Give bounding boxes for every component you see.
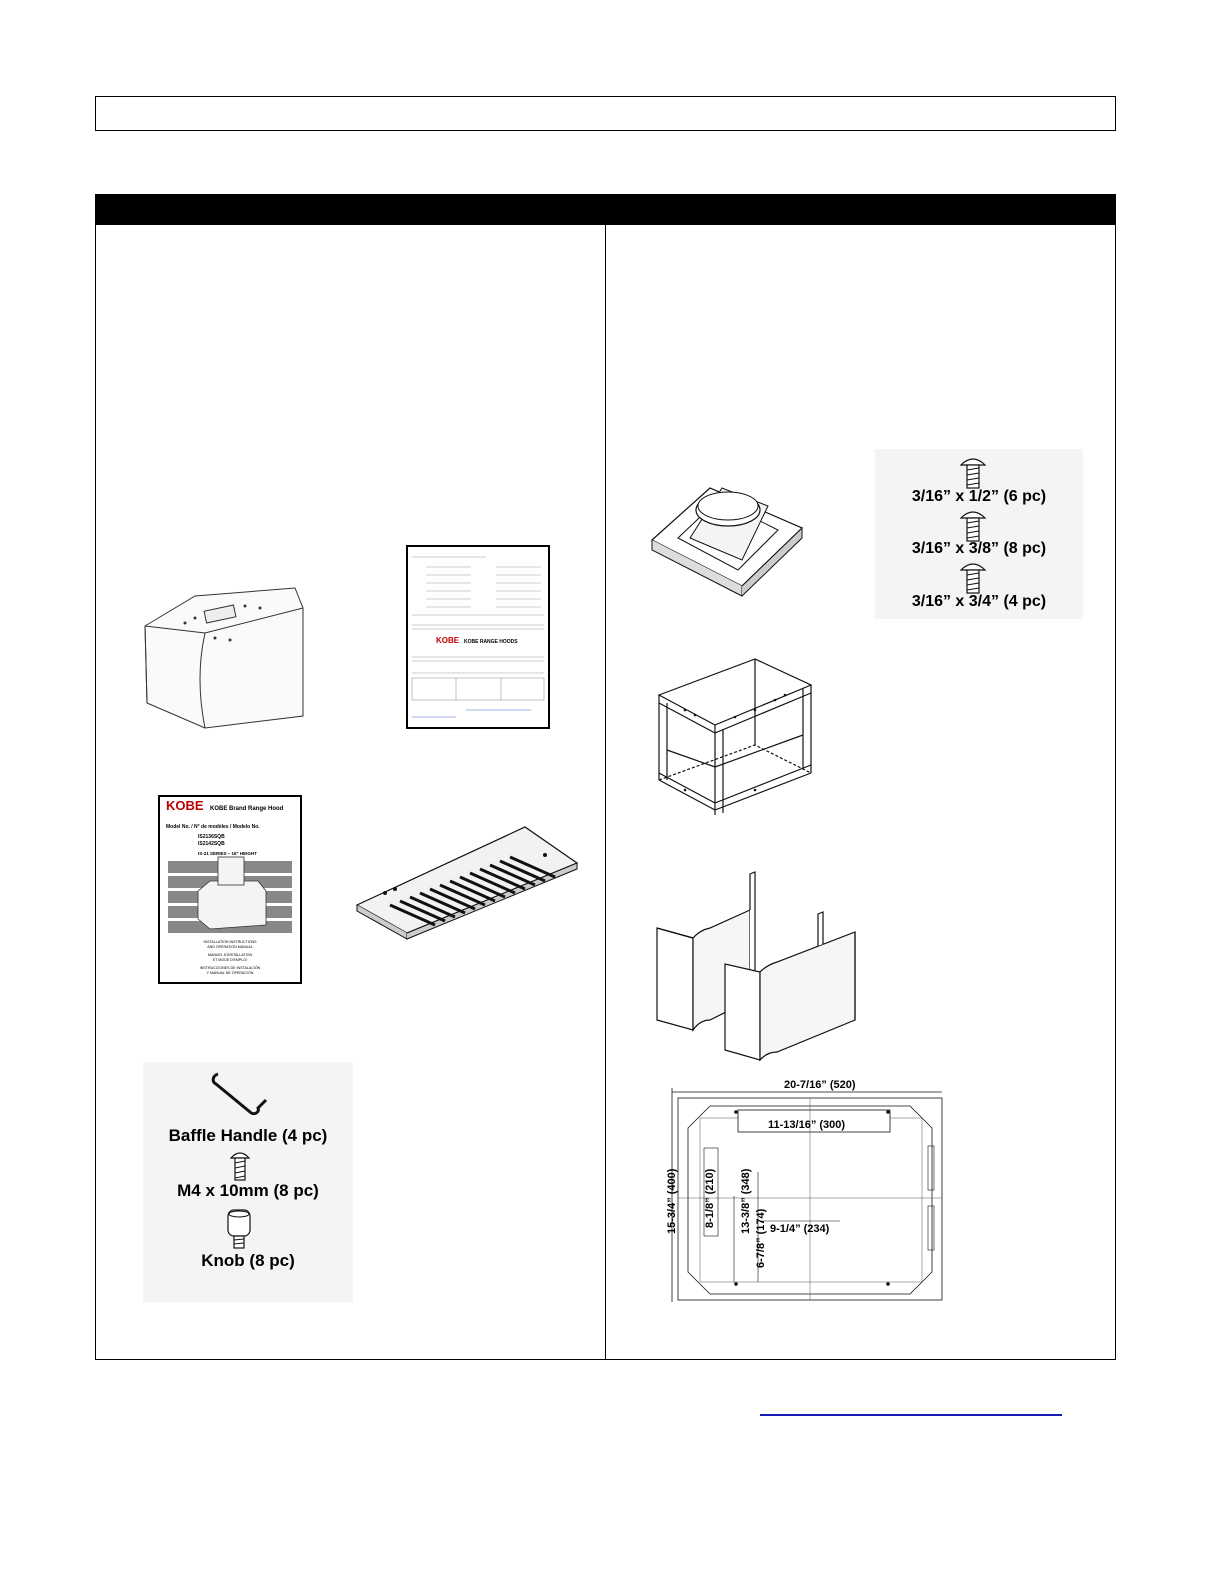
manual-subtitle-2: AND OPERATION MANUAL: [207, 945, 252, 949]
dim-top-slot: 11-13/16” (300): [768, 1119, 846, 1131]
screw-label-1: 3/16” x 1/2” (6 pc): [911, 488, 1047, 505]
screw-icon-3: [959, 563, 987, 594]
screw-icon-1: [959, 458, 987, 489]
manual-model-2: IS2142SQB: [198, 841, 225, 847]
dim-overall-height: 15-3/4” (400): [666, 1168, 678, 1234]
baffle-handle-icon: [211, 1072, 268, 1116]
manual-subtitle-6: Y MANUAL DE OPERACIÓN: [207, 970, 254, 975]
dim-center-a: 13-3/8” (348): [740, 1168, 752, 1234]
footer-link-underline[interactable]: [760, 1414, 1062, 1416]
dim-slot-left: 8-1/8” (210): [704, 1168, 716, 1228]
manual-subtitle-5: INSTRUCCIONES DE INSTALACIÓN: [200, 965, 261, 970]
support-frame-illustration: [657, 658, 813, 815]
chimney-cover-illustration: [656, 871, 856, 1062]
dim-mid: 9-1/4” (234): [770, 1223, 830, 1235]
page-title-box: [95, 96, 1116, 131]
screw-label-2: 3/16” x 3/8” (8 pc): [911, 540, 1047, 557]
baffle-handle-label: Baffle Handle (4 pc): [168, 1126, 328, 1145]
manual-brand: KOBE: [166, 798, 204, 813]
hood-body-illustration: [144, 587, 304, 729]
installation-manual-illustration: KOBE KOBE Brand Range Hood Model No. / N…: [158, 795, 302, 984]
dim-center-b: 6-7/8” (174): [755, 1208, 767, 1268]
section-header-bar: [95, 194, 1116, 225]
duct-adapter-illustration: [650, 487, 804, 597]
baffle-filter-illustration: [355, 826, 579, 940]
hardware-panel-left: [143, 1062, 353, 1302]
manual-subtitle-1: INSTALLATION INSTRUCTIONS: [204, 940, 258, 944]
knob-label: Knob (8 pc): [201, 1251, 295, 1270]
column-divider: [605, 225, 606, 1360]
warranty-card-brand: KOBE: [436, 636, 460, 645]
m4-screw-icon: [229, 1152, 251, 1181]
warranty-card-title: KOBE RANGE HOODS: [464, 639, 518, 645]
screw-label-3: 3/16” x 3/4” (4 pc): [911, 593, 1047, 610]
manual-subtitle-3: MANUEL D'INSTALLATION: [208, 953, 253, 957]
warranty-card-illustration: KOBE KOBE RANGE HOODS: [406, 545, 550, 729]
dim-overall-width: 20-7/16” (520): [784, 1079, 856, 1091]
manual-title: KOBE Brand Range Hood: [210, 806, 284, 812]
knob-icon: [227, 1209, 251, 1249]
manual-model-line: Model No. / N° de modèles / Modelo No.: [166, 824, 260, 830]
m4-screw-label: M4 x 10mm (8 pc): [177, 1181, 319, 1200]
screw-icon-2: [959, 511, 987, 542]
manual-model-1: IS2136SQB: [198, 834, 225, 840]
mounting-template-diagram: [671, 1088, 943, 1302]
manual-subtitle-4: ET MODE D'EMPLOI: [213, 958, 247, 962]
manual-series: IS-21 SERIES – 16" HEIGHT: [198, 851, 257, 856]
